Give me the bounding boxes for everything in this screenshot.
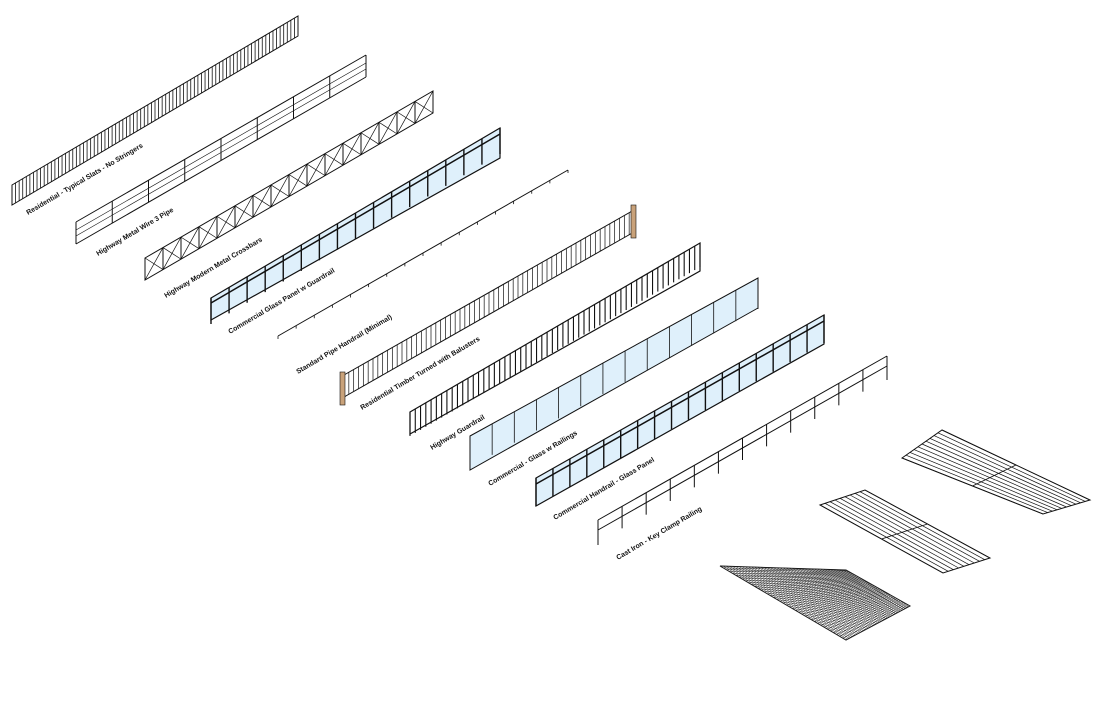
drawing-line (792, 590, 883, 609)
railing-commercial-glass-guardrail (210, 126, 501, 324)
drawing-line (839, 603, 907, 637)
drawing-line (162, 236, 182, 270)
drawing-line (804, 568, 890, 618)
drawing-line (798, 592, 887, 613)
railing-residential-slats (11, 15, 299, 206)
drawing-line (833, 602, 904, 633)
drawing-line (845, 569, 911, 607)
drawing-line (826, 569, 901, 612)
drawing-line (820, 568, 898, 614)
mesh-grating-panel (719, 565, 912, 641)
drawing-line (830, 601, 903, 631)
railing-residential-timber (339, 204, 637, 406)
drawing-line (360, 122, 380, 155)
glass-posts (210, 128, 501, 324)
drawing-line (786, 588, 880, 606)
drawing-line (342, 132, 362, 166)
mesh-lines (719, 565, 911, 641)
drawing-line (792, 568, 883, 621)
drawing-line (180, 226, 200, 260)
drawing-line (833, 569, 904, 610)
drawing-line (789, 567, 882, 622)
drawing-line (823, 569, 899, 613)
guardrail-pickets (409, 243, 701, 436)
drawing-line (814, 596, 895, 622)
drawing-line (324, 143, 344, 176)
drawing-line (827, 600, 901, 630)
drawing-line (306, 153, 326, 187)
posts (75, 55, 367, 244)
drawing-line (817, 568, 896, 614)
drawing-line (842, 569, 909, 608)
drawing-line (798, 568, 887, 619)
handrail-posts (535, 315, 825, 506)
railing-label-10: Cast Iron - Key Clamp Railing (615, 506, 703, 562)
drawing-line (814, 568, 895, 615)
drawing-line (234, 195, 254, 228)
balusters (343, 210, 635, 397)
drawing-line (396, 101, 416, 135)
drawing-line (804, 594, 890, 617)
drawing-line (378, 111, 398, 145)
drawing-line (972, 464, 1017, 487)
railing-cast-iron-key-clamp (597, 355, 888, 545)
bar-grating-panel-left (818, 489, 992, 574)
drawing-line (823, 599, 899, 628)
crossbar-panels (144, 90, 434, 281)
clamp-posts (597, 356, 888, 542)
railing-pipe-handrail (277, 169, 569, 339)
drawing-line (881, 523, 928, 540)
drawing-line (811, 595, 893, 620)
drawing-line (836, 603, 906, 635)
drawing-line (845, 605, 911, 641)
grating-bars (901, 429, 1091, 515)
drawing-line (801, 593, 888, 615)
bar-grating-panel-right (900, 429, 1092, 515)
drawing-line (288, 163, 308, 197)
drawing-line (811, 568, 893, 616)
drawing-line (830, 569, 903, 611)
drawing-line (270, 174, 290, 208)
railing-commercial-handrail-glass (535, 313, 825, 508)
brackets (277, 170, 569, 339)
railing-commercial-glass (469, 277, 759, 471)
grating-bars (819, 489, 991, 574)
drawing-line (839, 569, 907, 608)
drawing-line (795, 568, 885, 620)
drawing-line (216, 205, 236, 239)
drawing-line (808, 568, 891, 617)
drawing-line (836, 569, 906, 609)
drawing-line (801, 568, 888, 619)
drawing-line (198, 216, 218, 249)
drawing-line (782, 587, 879, 604)
drawing-line (252, 184, 272, 218)
drawing-line (817, 597, 896, 624)
drawing-line (842, 604, 909, 639)
railing-highway-guardrail (409, 241, 701, 436)
drawing-line (808, 594, 891, 619)
drawing-line (820, 598, 898, 626)
drawing-line (786, 567, 880, 623)
railing-highway-crossbars (144, 90, 434, 281)
drawing-line (144, 247, 164, 281)
railing-highway-wire (75, 54, 367, 245)
glass-divisions (469, 278, 759, 467)
drawing-line (795, 591, 885, 611)
drawing-line (789, 589, 882, 607)
slats (11, 16, 299, 205)
drawing-line (414, 90, 434, 124)
